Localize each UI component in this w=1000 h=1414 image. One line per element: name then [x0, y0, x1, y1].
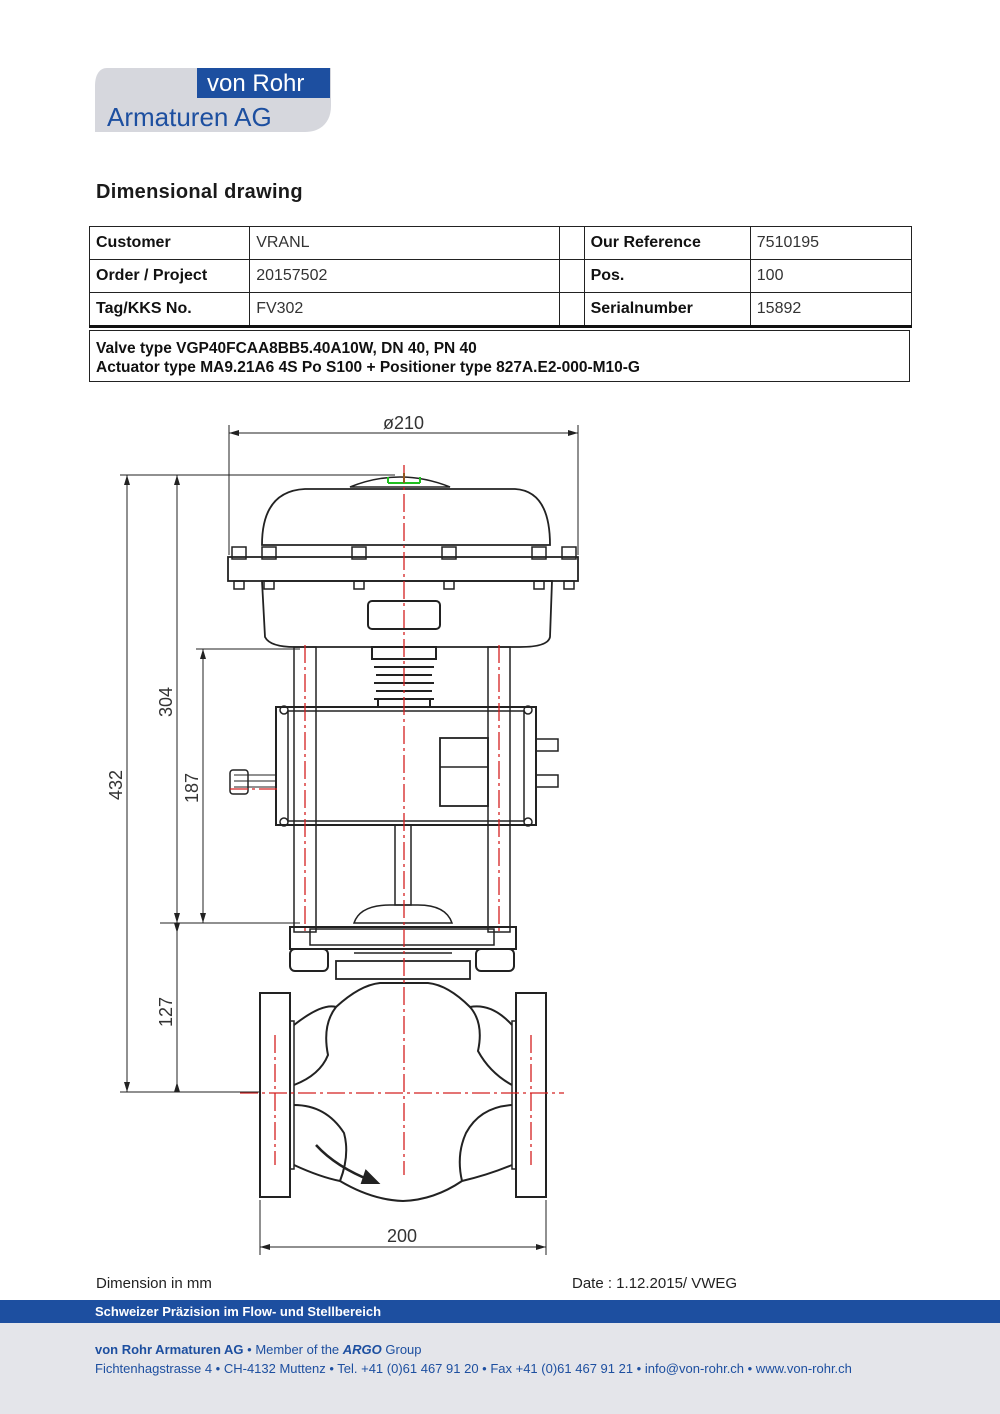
valve-body	[259, 982, 547, 1203]
info-table: Customer VRANL Our Reference 7510195 Ord…	[88, 226, 913, 328]
tagline-band: Schweizer Präzision im Flow- und Stellbe…	[0, 1300, 1000, 1323]
value-tag: FV302	[249, 292, 560, 328]
actuator-type-line: Actuator type MA9.21A6 4S Po S100 + Posi…	[96, 359, 640, 376]
value-order-project: 20157502	[249, 259, 560, 293]
dimension-127: 127	[156, 923, 180, 1092]
spacer-cell	[558, 292, 585, 328]
group-logo: ARGO	[342, 1342, 382, 1357]
valve-description: Valve type VGP40FCAA8BB5.40A10W, DN 40, …	[89, 330, 910, 382]
dimension-187: 187	[160, 648, 300, 924]
stem	[352, 824, 454, 924]
value-pos: 100	[749, 259, 913, 293]
dim-label-187: 187	[182, 773, 202, 803]
dim-label-127: 127	[156, 997, 176, 1027]
label-tag: Tag/KKS No.	[88, 292, 251, 328]
dimension-diameter: ø210	[228, 413, 579, 555]
footer: von Rohr Armaturen AG • Member of the AR…	[0, 1323, 1000, 1414]
actuator-housing	[227, 476, 579, 648]
table-row: Customer VRANL Our Reference 7510195	[88, 226, 913, 260]
valve-type-line: Valve type VGP40FCAA8BB5.40A10W, DN 40, …	[96, 340, 477, 357]
logo-text-bottom: Armaturen AG	[107, 102, 272, 132]
page-title: Dimensional drawing	[96, 181, 303, 203]
dimension-face-to-face: 200	[259, 1200, 547, 1255]
dim-label-304: 304	[156, 687, 176, 717]
date-note: Date : 1.12.2015/ VWEG	[572, 1275, 738, 1292]
label-serialnumber: Serialnumber	[583, 292, 751, 328]
footer-group: Group	[381, 1342, 422, 1357]
label-order-project: Order / Project	[88, 259, 251, 293]
label-our-reference: Our Reference	[583, 226, 751, 260]
company-logo: von Rohr Armaturen AG	[95, 68, 331, 132]
dim-label-200: 200	[387, 1226, 417, 1246]
positioner	[229, 705, 559, 827]
dimension-unit-note: Dimension in mm	[96, 1275, 212, 1292]
spacer-cell	[558, 259, 585, 293]
dim-label-210: ø210	[383, 413, 424, 433]
dim-label-432: 432	[106, 770, 126, 800]
value-customer: VRANL	[249, 226, 560, 260]
table-row: Tag/KKS No. FV302 Serialnumber 15892	[88, 292, 913, 328]
label-customer: Customer	[88, 226, 251, 260]
footer-member: • Member of the	[243, 1342, 343, 1357]
dimension-304: 304	[156, 475, 180, 923]
dimensional-drawing: ø210	[106, 413, 579, 1255]
bonnet	[289, 926, 517, 980]
dimension-432: 432	[106, 474, 395, 1093]
value-serialnumber: 15892	[749, 292, 913, 328]
logo-text-top: von Rohr	[207, 70, 304, 97]
centerlines	[230, 465, 564, 1175]
label-pos: Pos.	[583, 259, 751, 293]
footer-company-line: von Rohr Armaturen AG • Member of the AR…	[95, 1342, 422, 1357]
spacer-cell	[558, 226, 585, 260]
value-our-reference: 7510195	[749, 226, 913, 260]
footer-address: Fichtenhagstrasse 4 • CH-4132 Muttenz • …	[95, 1361, 852, 1376]
table-row: Order / Project 20157502 Pos. 100	[88, 259, 913, 293]
footer-company: von Rohr Armaturen AG	[95, 1342, 244, 1357]
yoke	[293, 646, 511, 933]
